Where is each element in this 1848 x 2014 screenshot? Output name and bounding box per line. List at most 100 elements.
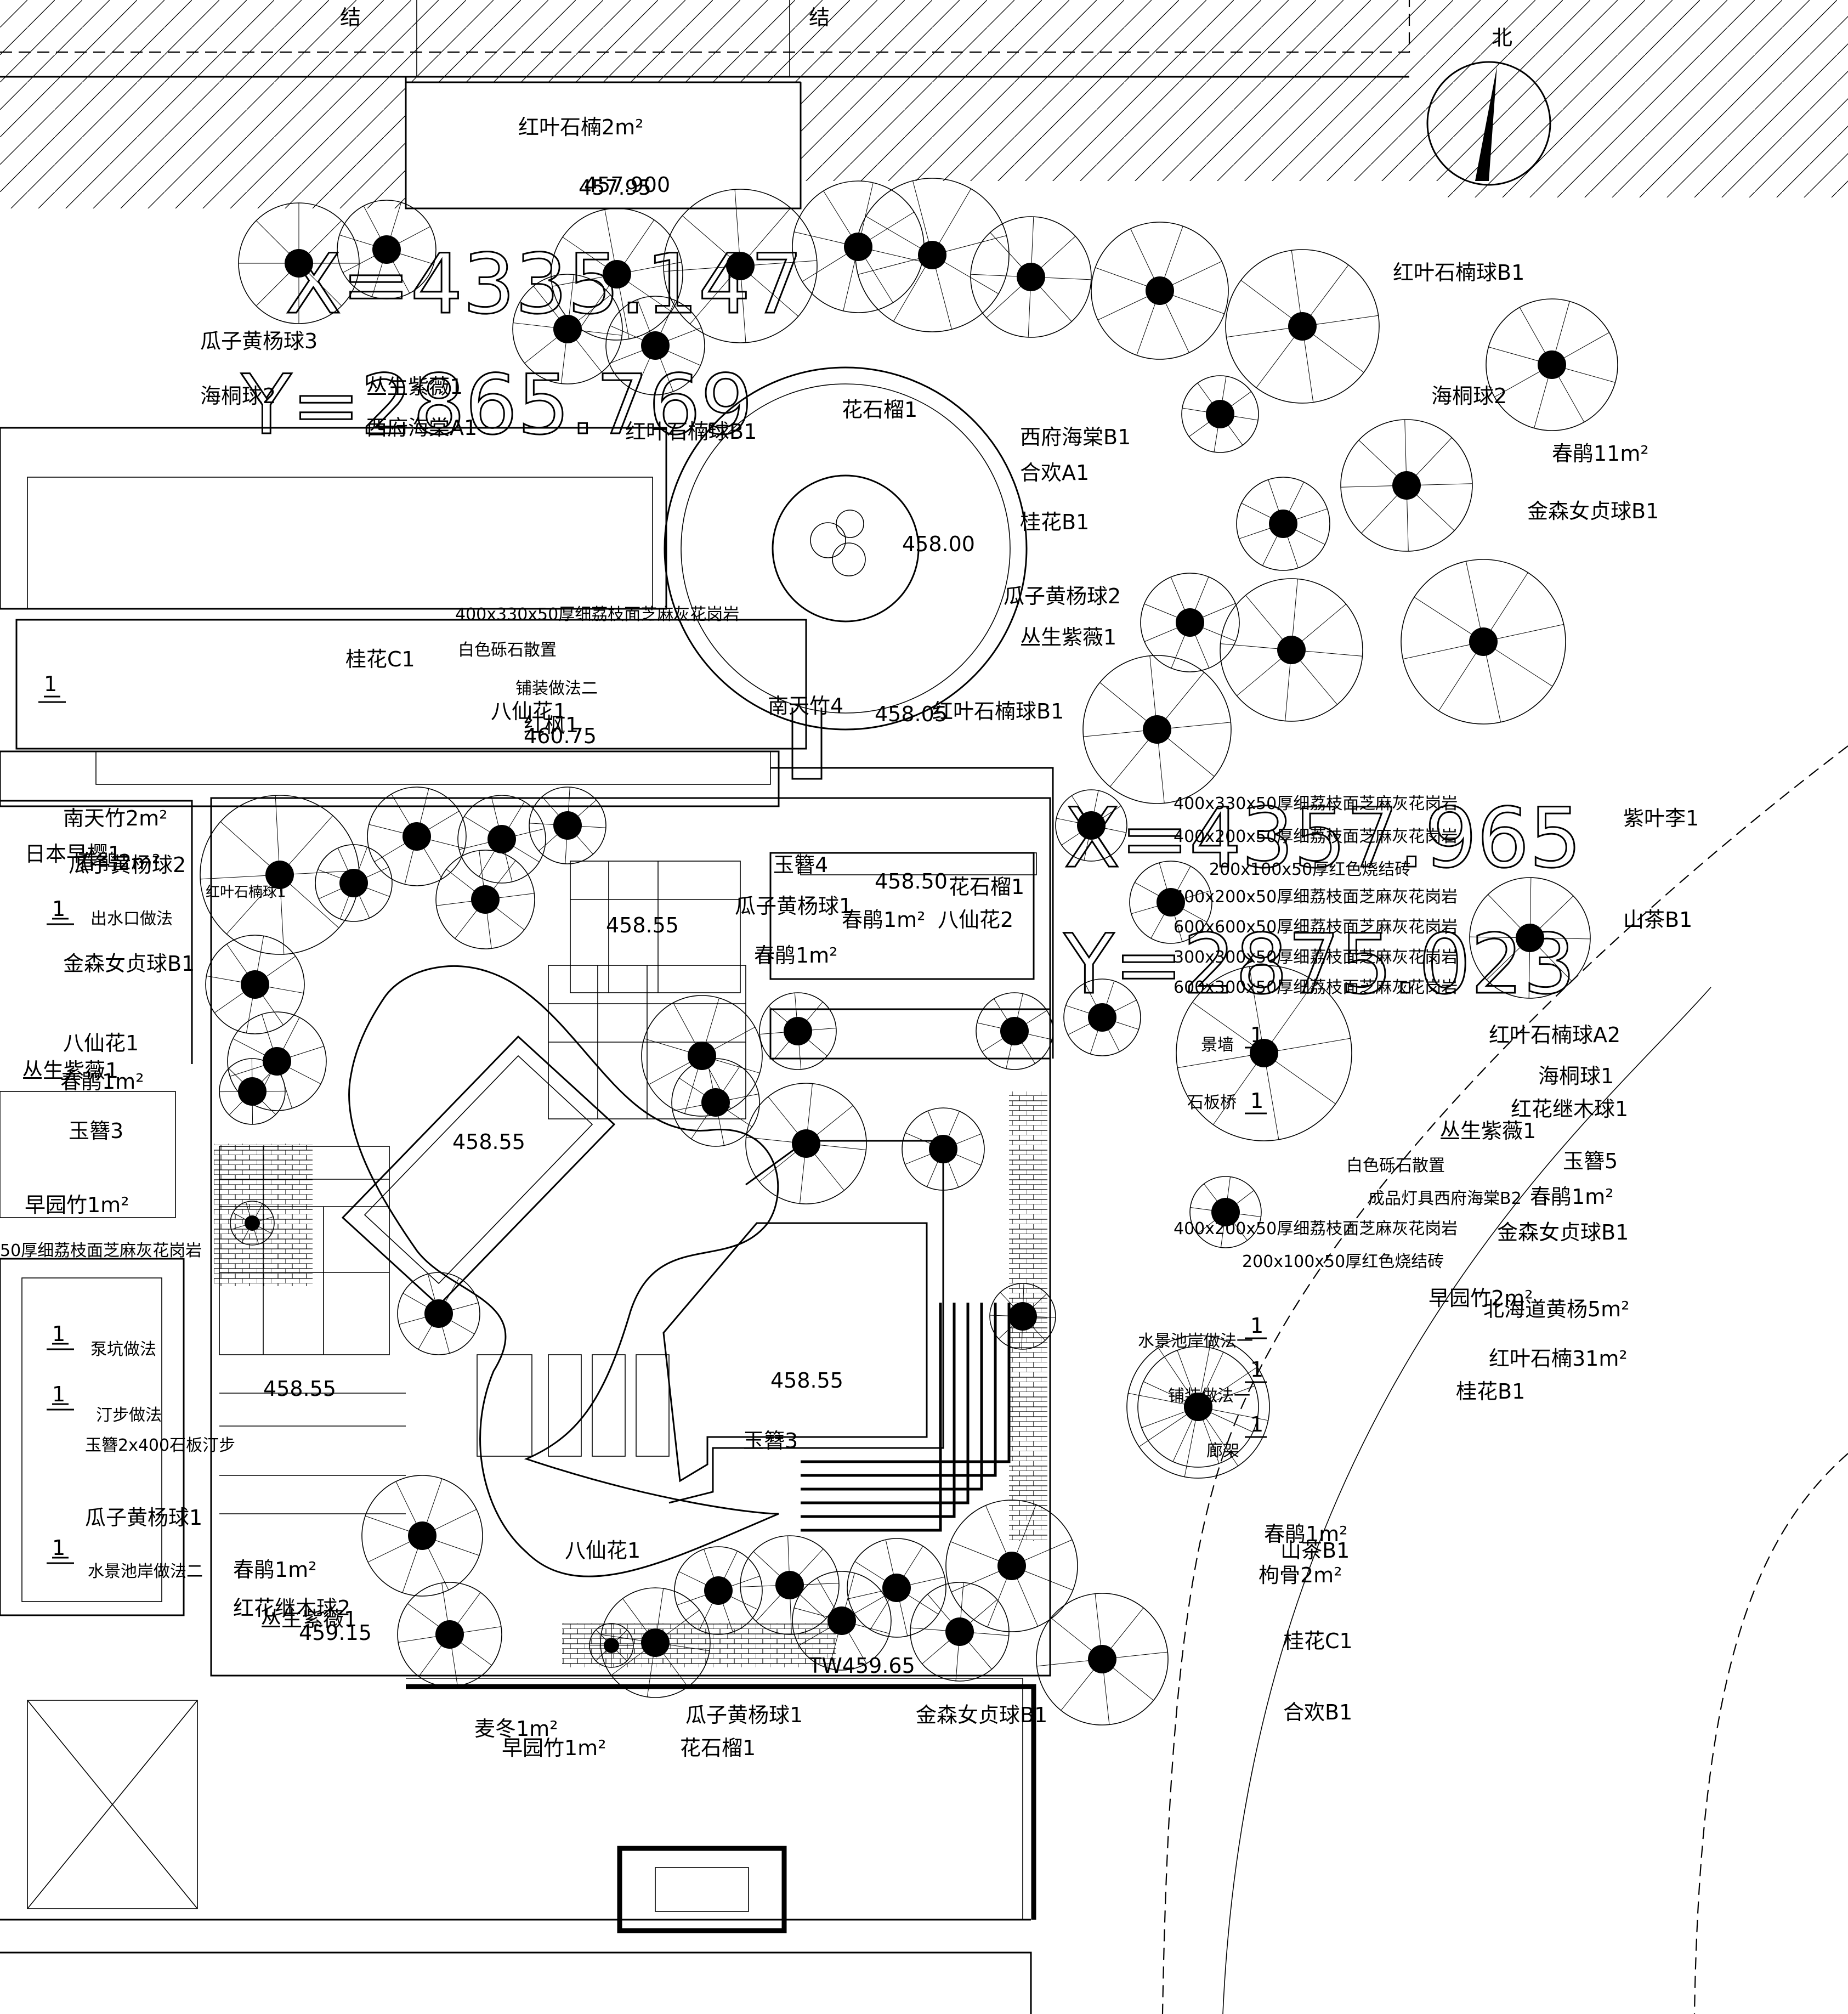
tree-symbol-icon xyxy=(997,1552,1026,1580)
tree-symbol-icon xyxy=(263,1047,291,1076)
tree-canopy xyxy=(1126,1335,1270,1479)
tree-symbol-icon xyxy=(775,1571,804,1599)
tree-symbol-icon xyxy=(1392,471,1421,500)
tree-symbol-icon xyxy=(918,241,946,269)
label-l50: 春鹃1m² xyxy=(842,908,925,932)
tree-canopy-branch xyxy=(1263,981,1315,1054)
tree-symbol-icon xyxy=(424,1299,453,1328)
label-l23: 南天竹4 xyxy=(768,694,843,718)
section-mark-2: 1 xyxy=(52,897,65,921)
label-l28: 春鹃2m² xyxy=(77,850,160,874)
tree-canopy-branch xyxy=(1249,966,1265,1054)
label-l5: 西府海棠A1 xyxy=(366,416,477,440)
tree-symbol-icon xyxy=(1469,627,1498,656)
label-l71: 400x200x50厚细荔枝面芝麻灰花岗岩 xyxy=(1174,1219,1458,1238)
label-l77: 铺装做法一 xyxy=(1168,1387,1250,1406)
label-l34: 玉簪3 xyxy=(69,1119,123,1143)
tree-symbol-icon xyxy=(726,252,755,280)
label-l89: 瓜子黄杨球1 xyxy=(685,1703,803,1727)
tree-symbol-icon xyxy=(372,235,401,264)
tree-canopy xyxy=(600,1587,711,1698)
label-l48: 花石榴1 xyxy=(949,875,1024,899)
tree-symbol-icon xyxy=(929,1135,957,1163)
label-l78: 桂花B1 xyxy=(1456,1379,1525,1404)
label-l46: 瓜子黄杨球1 xyxy=(735,894,852,918)
tree-canopy xyxy=(551,208,683,341)
label-l29: 出水口做法 xyxy=(90,909,173,929)
coordinate-y-1: Y=2865.769 xyxy=(241,358,753,453)
building-north: 结 结 xyxy=(0,0,1848,210)
tree-symbol-icon xyxy=(1088,1003,1116,1032)
tree-symbol-icon xyxy=(641,1628,670,1657)
label-l3: 海桐球2 xyxy=(200,384,276,408)
coordinate-y-2: Y=2875.023 xyxy=(1063,917,1575,1012)
label-l43: 红花继木球2 xyxy=(233,1596,350,1620)
label-l38: 汀步做法 xyxy=(96,1406,162,1425)
tree-symbol-icon xyxy=(1143,715,1171,744)
tree-symbol-icon xyxy=(471,885,500,914)
tree-canopy xyxy=(759,992,837,1070)
label-l63: 海桐球1 xyxy=(1538,1064,1614,1088)
tree-symbols xyxy=(238,233,1566,1673)
label-l36: 50厚细荔枝面芝麻灰花岗岩 xyxy=(0,1241,202,1260)
tree-canopy xyxy=(1189,1176,1262,1248)
label-l31: 八仙花1 xyxy=(63,1031,139,1055)
label-l55: 200x100x50厚红色烧结砖 xyxy=(1209,860,1411,879)
tree-symbol-icon xyxy=(704,1576,733,1605)
tree-canopy-branch xyxy=(1177,1053,1265,1068)
tree-symbol-icon xyxy=(1211,1198,1240,1226)
label-l62: 红叶石楠球A2 xyxy=(1489,1023,1620,1047)
label-l1: 红叶石楠2m² xyxy=(518,115,643,139)
tree-canopy xyxy=(1129,861,1212,944)
section-mark-3: 1 xyxy=(52,1322,65,1346)
label-l90: 花石榴1 xyxy=(680,1736,756,1760)
label-l27: 瓜子黄杨球2 xyxy=(69,853,186,877)
label-l67: 白色砾石散置 xyxy=(1346,1156,1445,1175)
tree-canopy xyxy=(792,1571,892,1671)
label-l69: 春鹃1m² xyxy=(1530,1185,1613,1209)
label-l76: 红叶石楠31m² xyxy=(1489,1347,1628,1371)
label-l88: 早园竹1m² xyxy=(502,1736,606,1760)
section-mark-10: 1 xyxy=(1250,1412,1263,1436)
label-l92: 红叶石楠球1 xyxy=(206,884,286,901)
tree-canopy xyxy=(1469,877,1591,999)
tree-canopy xyxy=(1082,655,1232,804)
elevation-457-900: 457.900 xyxy=(584,173,670,197)
pond-edge xyxy=(348,965,944,1577)
tree-canopy xyxy=(970,216,1092,338)
section-mark-4: 1 xyxy=(52,1382,65,1406)
tree-symbol-icon xyxy=(487,825,516,853)
tree-canopy xyxy=(205,935,305,1034)
label-l61: 石板桥 xyxy=(1187,1093,1237,1112)
label-l2: 瓜子黄杨球3 xyxy=(200,329,318,353)
label-l81: 八仙花1 xyxy=(565,1538,640,1563)
pergola xyxy=(801,1303,1011,1532)
tree-symbol-icon xyxy=(553,811,582,840)
label-l65: 丛生紫薇1 xyxy=(1439,1119,1536,1143)
east-road xyxy=(1161,745,1848,2014)
tree-canopy xyxy=(1137,1346,1259,1468)
label-l45: 玉簪4 xyxy=(773,853,828,877)
tree-symbol-icon xyxy=(1206,400,1234,428)
tree-symbol-icon xyxy=(1176,608,1204,637)
elevation-458-55-c: 458.55 xyxy=(770,1368,843,1393)
tree-symbol-icon xyxy=(1288,312,1317,341)
tree-canopy xyxy=(512,274,623,384)
section-mark-5: 1 xyxy=(52,1536,65,1560)
label-l74: 北海道黄杨5m² xyxy=(1483,1297,1629,1321)
label-l39: 玉簪2x400石板汀步 xyxy=(85,1436,235,1455)
label-l20: 铺装做法二 xyxy=(515,679,598,698)
stone-bridge xyxy=(341,1035,616,1307)
tree-symbol-icon xyxy=(1269,510,1297,538)
tree-symbol-icon xyxy=(238,1077,267,1106)
tree-canopy xyxy=(529,787,606,864)
tree-canopy xyxy=(663,189,818,343)
label-l82: 春鹃1m² xyxy=(1264,1522,1347,1546)
tree-canopy xyxy=(397,1272,480,1355)
label-l41: 水景池岸做法二 xyxy=(88,1562,203,1581)
label-l57: 600x600x50厚细荔枝面芝麻灰花岗岩 xyxy=(1174,918,1458,937)
tree-symbol-icon xyxy=(1146,276,1174,305)
tree-canopy xyxy=(1486,298,1618,431)
label-l21: 八仙花1 xyxy=(491,699,566,723)
building-label-1: 结 xyxy=(340,5,361,30)
